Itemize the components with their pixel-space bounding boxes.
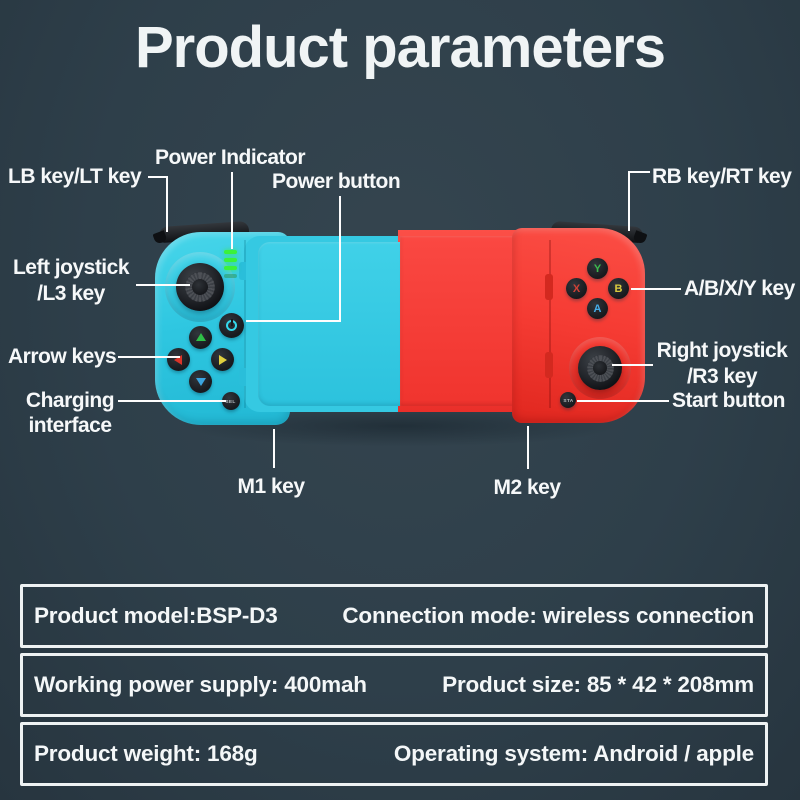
line-right-joystick [612,364,653,366]
line-rb-key [628,171,650,231]
left-phone-rest-inner [258,242,403,406]
arrow-left-button [167,348,190,371]
label-start-button: Start button [672,389,785,412]
power-icon [226,319,237,331]
right-clip-1 [545,274,553,300]
a-button-label: A [593,302,602,315]
start-button-label: STA [562,397,574,403]
page-title: Product parameters [135,15,666,80]
label-power-indicator: Power Indicator [155,146,306,169]
label-m1-key: M1 key [237,475,305,498]
right-joystick-cap [593,361,607,375]
right-clip-2 [545,352,553,378]
line-lb-key [148,176,168,232]
spec-connection: Connection mode: wireless connection [342,603,754,628]
line-power-button [246,196,341,322]
spec-size: Product size: 85 * 42 * 208mm [442,672,754,697]
label-charging-interface: Charging interface [25,389,115,437]
line-arrow-keys [118,356,180,358]
left-seam [244,240,246,408]
arrow-up-button [189,326,212,349]
label-lb-key: LB key/LT key [8,165,142,188]
line-m2-key [527,426,529,469]
spec-row-3: Product weight: 168g Operating system: A… [20,722,768,786]
label-m2-key: M2 key [493,476,561,499]
left-clip-1 [239,262,246,280]
arrow-down-button [189,370,212,393]
arrow-left-icon [174,354,182,365]
left-clip-2 [239,368,246,386]
right-grip [512,228,645,423]
line-left-joystick [136,284,190,286]
power-indicator-led-4 [224,274,237,278]
label-abxy-key: A/B/X/Y key [684,277,795,300]
x-button: X [566,278,587,299]
power-button [219,313,244,338]
line-m1-key [273,429,275,468]
a-button: A [587,298,608,319]
label-arrow-keys: Arrow keys [8,345,117,368]
x-button-label: X [572,282,581,295]
spec-row-1: Product model:BSP-D3 Connection mode: wi… [20,584,768,648]
label-power-button: Power button [272,170,401,193]
right-seam [549,240,551,408]
spec-model: Product model:BSP-D3 [34,603,278,628]
spec-os: Operating system: Android / apple [393,741,754,766]
spec-power-supply: Working power supply: 400mah [34,672,367,697]
y-button: Y [587,258,608,279]
b-button: B [608,278,629,299]
spec-table: Product model:BSP-D3 Connection mode: wi… [20,584,768,791]
select-button: SEL [222,392,240,410]
b-button-label: B [614,282,623,295]
spec-weight: Product weight: 168g [34,741,258,766]
select-button-label: SEL [225,398,237,404]
line-abxy-key [631,288,681,290]
line-start-button [577,400,669,402]
arrow-right-icon [219,354,227,365]
arrow-up-icon [195,333,206,341]
start-button: STA [560,392,576,408]
label-right-joystick: Right joystick /R3 key [656,339,788,388]
power-indicator-led-1 [224,250,237,254]
arrow-right-button [211,348,234,371]
label-rb-key: RB key/RT key [652,165,792,188]
left-joystick-cap [192,279,208,295]
power-indicator-led-3 [224,266,237,270]
power-indicator-led-2 [224,258,237,262]
y-button-label: Y [593,262,602,275]
arrow-down-icon [195,378,206,386]
line-charging-interface [118,400,226,402]
label-left-joystick: Left joystick /L3 key [12,256,130,305]
spec-row-2: Working power supply: 400mah Product siz… [20,653,768,717]
line-power-indicator [231,172,233,249]
